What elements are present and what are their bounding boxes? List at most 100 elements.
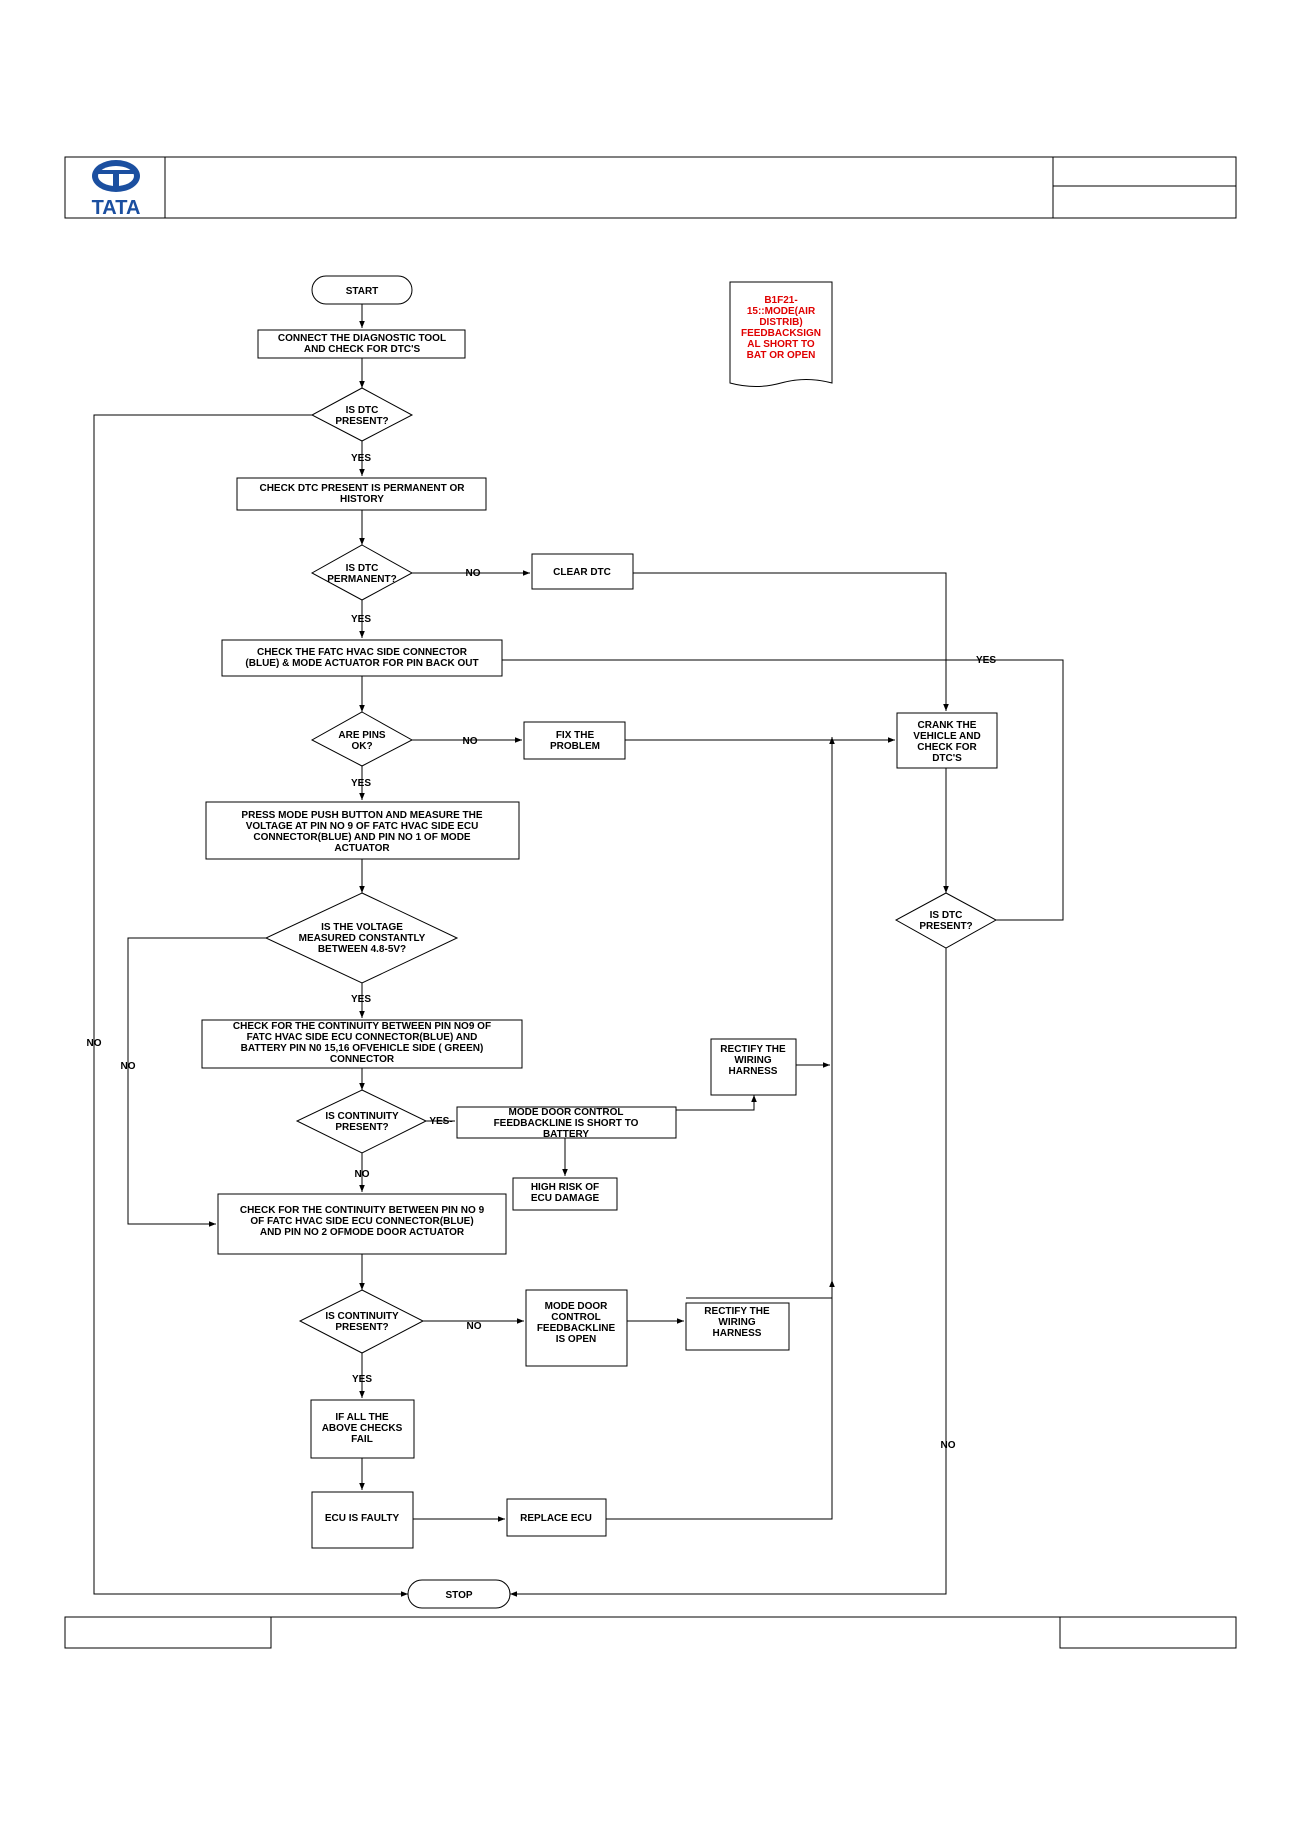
is-dtc-permanent-line: IS DTC bbox=[346, 563, 379, 574]
start-label: START bbox=[346, 286, 379, 297]
dtc-code-line: FEEDBACKSIGN bbox=[741, 328, 821, 339]
label-no-voltage: NO bbox=[121, 1061, 136, 1072]
dtc-code-line: AL SHORT TO bbox=[747, 339, 815, 350]
edge-rectify2-collector bbox=[686, 1280, 835, 1299]
feedback-open-line: CONTROL bbox=[551, 1312, 600, 1323]
check-connector-line: (BLUE) & MODE ACTUATOR FOR PIN BACK OUT bbox=[245, 658, 478, 669]
header-frame bbox=[64, 156, 1237, 219]
crank-vehicle-line: VEHICLE AND bbox=[913, 731, 980, 742]
high-risk-line: ECU DAMAGE bbox=[531, 1193, 600, 1204]
rectify-harness-2-line: WIRING bbox=[718, 1317, 755, 1328]
label-no-cont1: NO bbox=[355, 1169, 370, 1180]
check-connector-box: CHECK THE FATC HVAC SIDE CONNECTOR(BLUE)… bbox=[221, 639, 503, 677]
check-permanent-line: CHECK DTC PRESENT IS PERMANENT OR bbox=[259, 483, 465, 494]
tata-emblem-icon bbox=[92, 160, 140, 192]
start-terminator: START bbox=[311, 275, 413, 305]
crank-vehicle-line: DTC'S bbox=[932, 753, 962, 764]
connectors bbox=[93, 304, 1064, 1597]
short-to-battery-line: MODE DOOR CONTROL bbox=[509, 1107, 624, 1118]
rectify-harness-2-line: RECTIFY THE bbox=[704, 1306, 770, 1317]
label-no-perm: NO bbox=[466, 568, 481, 579]
clear-dtc-line: CLEAR DTC bbox=[553, 567, 611, 578]
is-dtc-permanent-line: PERMANENT? bbox=[327, 574, 396, 585]
dtc-code-line: 15::MODE(AIR bbox=[747, 306, 816, 317]
is-dtc-present-line: PRESENT? bbox=[335, 416, 388, 427]
label-no-dtc2: NO bbox=[941, 1440, 956, 1451]
short-to-battery-line: BATTERY bbox=[543, 1129, 589, 1140]
edge-replace-collector bbox=[606, 737, 835, 1520]
press-mode-line: ACTUATOR bbox=[334, 843, 390, 854]
rectify-harness-2-line: HARNESS bbox=[713, 1328, 762, 1339]
check-continuity-battery-line: CHECK FOR THE CONTINUITY BETWEEN PIN NO9… bbox=[233, 1021, 491, 1032]
check-connector-line: CHECK THE FATC HVAC SIDE CONNECTOR bbox=[257, 647, 468, 658]
replace-ecu-box: REPLACE ECU bbox=[506, 1498, 607, 1537]
check-permanent-line: HISTORY bbox=[340, 494, 384, 505]
check-continuity-actuator-box: CHECK FOR THE CONTINUITY BETWEEN PIN NO … bbox=[217, 1193, 507, 1255]
crank-vehicle-line: CRANK THE bbox=[918, 720, 977, 731]
feedback-open-line: FEEDBACKLINE bbox=[537, 1323, 616, 1334]
connect-tool-line: AND CHECK FOR DTC'S bbox=[304, 344, 421, 355]
replace-ecu-line: REPLACE ECU bbox=[520, 1513, 592, 1524]
label-no-pins: NO bbox=[463, 736, 478, 747]
short-to-battery-line: FEEDBACKLINE IS SHORT TO bbox=[494, 1118, 639, 1129]
check-continuity-actuator-line: CHECK FOR THE CONTINUITY BETWEEN PIN NO … bbox=[240, 1205, 485, 1216]
stop-label: STOP bbox=[445, 1590, 472, 1601]
ecu-faulty-box: ECU IS FAULTY bbox=[311, 1491, 414, 1549]
all-checks-fail-line: IF ALL THE bbox=[335, 1412, 389, 1423]
check-continuity-battery-line: CONNECTOR bbox=[330, 1054, 395, 1065]
is-voltage-line: BETWEEN 4.8-5V? bbox=[318, 944, 406, 955]
label-no-cont2: NO bbox=[467, 1321, 482, 1332]
label-yes-dash: YES- bbox=[429, 1116, 452, 1127]
label-yes-3: YES bbox=[351, 778, 371, 789]
fix-problem-line: FIX THE bbox=[556, 730, 595, 741]
footer-frame bbox=[64, 1616, 1237, 1649]
label-yes-2: YES bbox=[351, 614, 371, 625]
ecu-faulty-line: ECU IS FAULTY bbox=[325, 1513, 400, 1524]
feedback-open-line: IS OPEN bbox=[556, 1334, 597, 1345]
label-yes-4: YES bbox=[351, 994, 371, 1005]
logo-wordmark: TATA bbox=[92, 197, 141, 219]
rectify-harness-1-line: WIRING bbox=[734, 1055, 771, 1066]
is-continuity-1-line: PRESENT? bbox=[335, 1122, 388, 1133]
rectify-harness-1-line: RECTIFY THE bbox=[720, 1044, 786, 1055]
all-checks-fail-line: FAIL bbox=[351, 1434, 373, 1445]
tata-logo: TATA bbox=[92, 160, 141, 219]
high-risk-line: HIGH RISK OF bbox=[531, 1182, 599, 1193]
replace-ecu-label: REPLACE ECU bbox=[520, 1513, 592, 1524]
ecu-faulty-label: ECU IS FAULTY bbox=[325, 1513, 400, 1524]
check-continuity-battery-box: CHECK FOR THE CONTINUITY BETWEEN PIN NO9… bbox=[201, 1019, 523, 1069]
all-checks-fail-line: ABOVE CHECKS bbox=[322, 1423, 403, 1434]
dtc-code-line: DISTRIB) bbox=[759, 317, 802, 328]
check-continuity-actuator-line: OF FATC HVAC SIDE ECU CONNECTOR(BLUE) bbox=[250, 1216, 473, 1227]
are-pins-ok-line: OK? bbox=[351, 741, 372, 752]
is-continuity-1-line: IS CONTINUITY bbox=[325, 1111, 399, 1122]
check-connector-label: CHECK THE FATC HVAC SIDE CONNECTOR(BLUE)… bbox=[245, 647, 478, 669]
connect-tool-line: CONNECT THE DIAGNOSTIC TOOL bbox=[278, 333, 446, 344]
crank-vehicle-line: CHECK FOR bbox=[917, 742, 977, 753]
